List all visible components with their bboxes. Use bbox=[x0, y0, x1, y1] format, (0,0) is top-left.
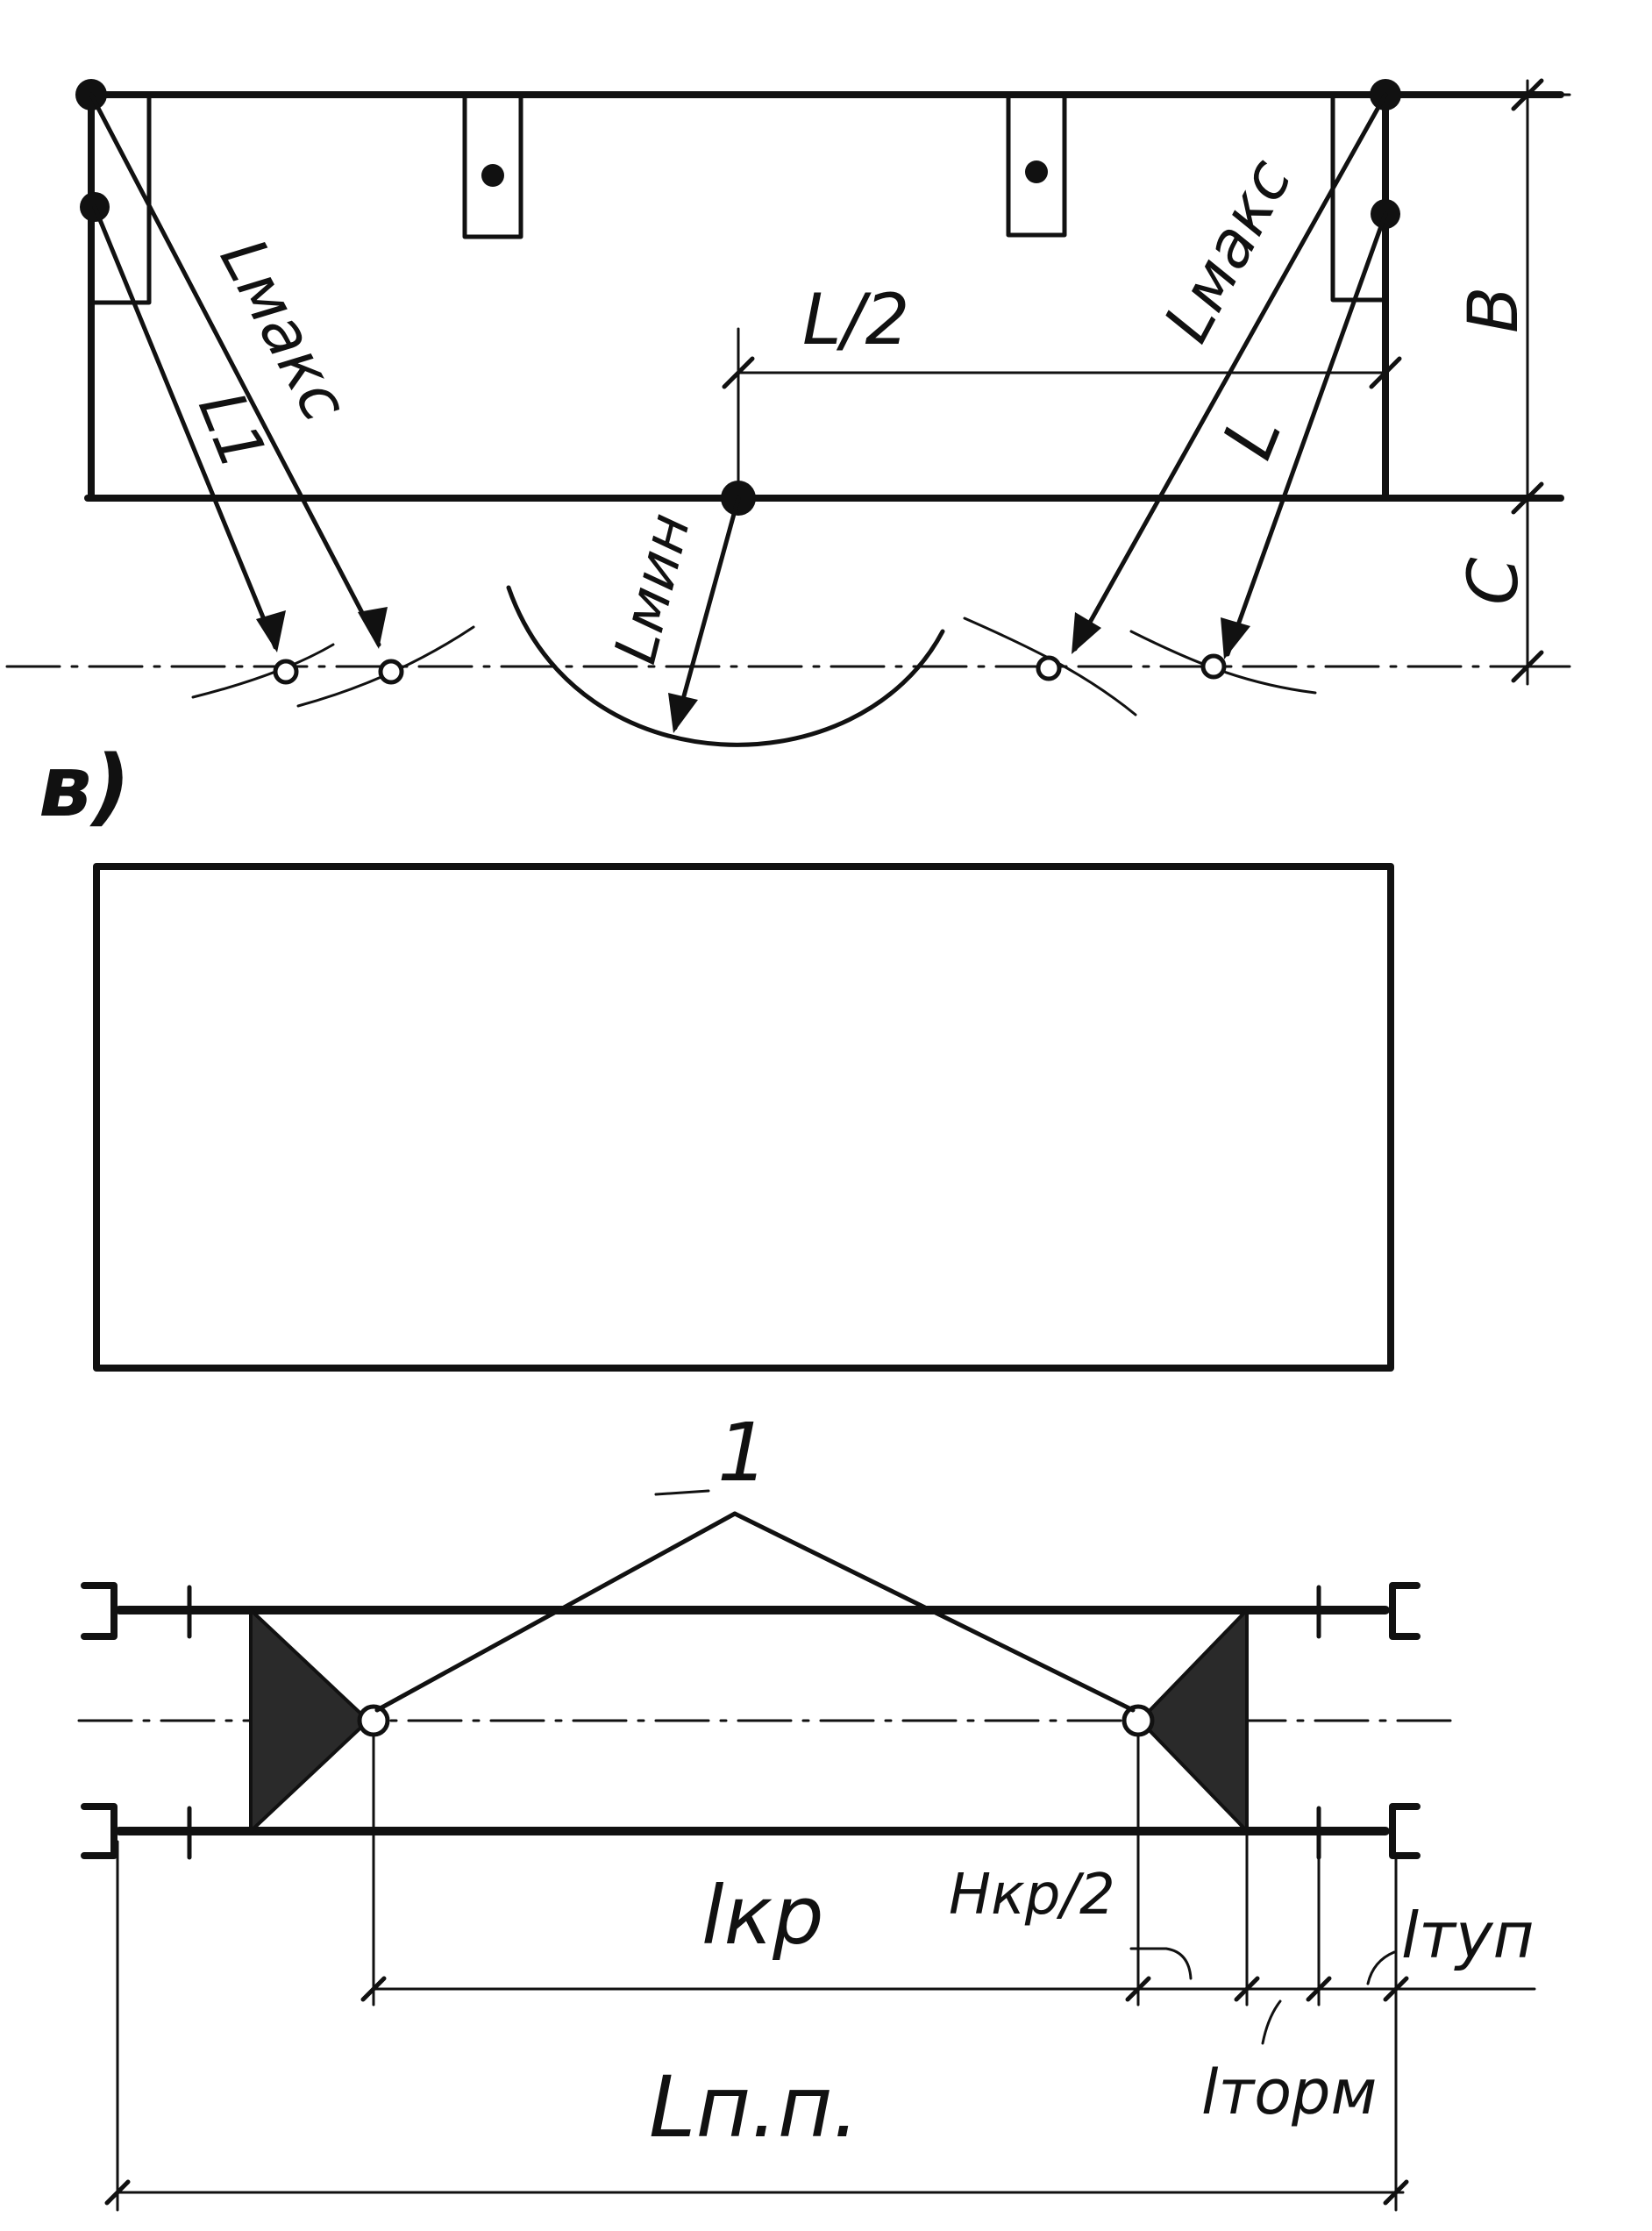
leader-right bbox=[732, 1511, 1136, 1713]
hook-l-tup bbox=[1366, 1950, 1396, 1985]
arc-l1 bbox=[191, 643, 335, 699]
dim-l-half-tick-right bbox=[1369, 356, 1402, 389]
label-l-half: L/2 bbox=[802, 279, 909, 360]
dim-l-pp-tick-right bbox=[1383, 2179, 1409, 2206]
dim-l-half-tick-left bbox=[722, 356, 755, 389]
label-l-kr: lкр bbox=[701, 1869, 824, 1963]
hook-h-kr bbox=[1129, 1947, 1193, 1980]
empty-rectangle bbox=[93, 863, 1394, 1372]
dim-torm-tick-1 bbox=[1306, 1976, 1332, 2002]
buffer-stop-bottom-right bbox=[1389, 1803, 1421, 1859]
bottom-track-view: 1 lкр Hкр/2 lтуп lторм Lп.п. bbox=[77, 1406, 1536, 2212]
label-b: B bbox=[1455, 286, 1534, 333]
right-corner-box bbox=[1330, 92, 1388, 303]
pillar-left bbox=[462, 92, 523, 239]
label-l-min: Lмин bbox=[602, 507, 703, 670]
buffer-stop-top-left bbox=[81, 1582, 117, 1640]
panel-label: в) bbox=[39, 738, 131, 836]
top-plan-view: Lмакс L1 L/2 Lмакс L Lмин B C bbox=[5, 78, 1571, 747]
dim-l-kr-tick-left bbox=[360, 1976, 387, 2002]
label-l-pp: Lп.п. bbox=[649, 2058, 859, 2156]
label-l: L bbox=[1207, 403, 1297, 469]
hook-l-torm bbox=[1261, 1999, 1282, 2045]
pillar-right bbox=[1006, 92, 1067, 238]
arc-l-min bbox=[506, 585, 945, 747]
crane-node-right bbox=[1122, 1704, 1155, 1737]
arrow-l-max-right bbox=[1072, 92, 1388, 654]
endpoint-l bbox=[1200, 653, 1227, 680]
arrow-l1 bbox=[92, 204, 286, 652]
dim-tick-2 bbox=[1511, 481, 1544, 515]
buffer-stop-bottom-left bbox=[81, 1803, 117, 1859]
dim-torm-tick-2 bbox=[1383, 1976, 1409, 2002]
middle-panel: в) bbox=[39, 738, 1394, 1372]
callout-underline bbox=[654, 1489, 710, 1496]
dim-h-tick bbox=[1234, 1976, 1260, 2002]
dim-l-kr-tick-mid bbox=[1125, 1976, 1151, 2002]
dim-tick-1 bbox=[1511, 78, 1544, 111]
label-l-max-right: Lмакс bbox=[1150, 147, 1306, 353]
label-l-tup: lтуп bbox=[1401, 1899, 1535, 1972]
crane-node-left bbox=[357, 1704, 390, 1737]
arrow-l bbox=[1221, 211, 1388, 659]
dim-l-pp-tick-left bbox=[104, 2179, 131, 2206]
buffer-stop-top-right bbox=[1389, 1582, 1421, 1640]
label-h-kr-half: Hкр/2 bbox=[949, 1863, 1115, 1928]
leader-left bbox=[374, 1511, 737, 1713]
endpoint-l-max-left bbox=[378, 659, 404, 685]
crane-wedge-right bbox=[1137, 1606, 1249, 1835]
arrow-l-min bbox=[668, 495, 741, 733]
left-corner-box bbox=[89, 92, 152, 305]
endpoint-l1 bbox=[273, 659, 299, 685]
endpoint-l-max-right bbox=[1036, 655, 1062, 681]
crane-wedge-left bbox=[249, 1606, 371, 1835]
label-l-torm: lторм bbox=[1201, 2056, 1377, 2128]
callout-number: 1 bbox=[717, 1406, 769, 1500]
label-c: C bbox=[1455, 557, 1534, 605]
arrow-l-max-left bbox=[89, 92, 388, 649]
